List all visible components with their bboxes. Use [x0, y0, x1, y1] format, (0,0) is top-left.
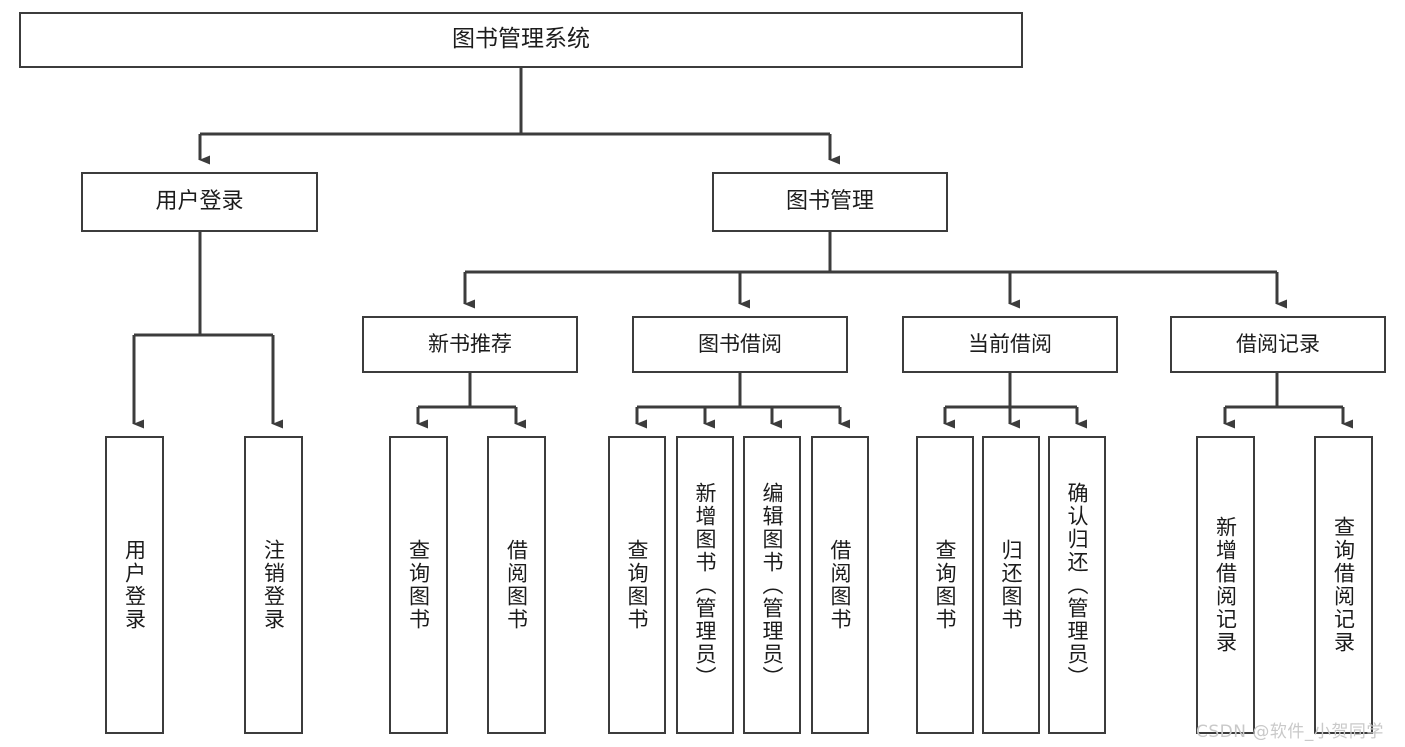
leaf-record-query-record[interactable]: 查询借阅记录: [1314, 436, 1373, 734]
node-label: 用户登录: [122, 539, 147, 631]
leaf-borrow-query-book[interactable]: 查询图书: [608, 436, 666, 734]
leaf-user-logout[interactable]: 注销登录: [244, 436, 303, 734]
node-label: 查询图书: [406, 539, 431, 631]
leaf-recommend-query-book[interactable]: 查询图书: [389, 436, 448, 734]
node-new-book-recommend[interactable]: 新书推荐: [362, 316, 578, 373]
node-root-system[interactable]: 图书管理系统: [19, 12, 1023, 68]
node-label: 注销登录: [261, 539, 286, 631]
leaf-borrow-borrow-book[interactable]: 借阅图书: [811, 436, 869, 734]
node-label: 确认归还（管理员）: [1065, 481, 1090, 689]
node-current-borrow[interactable]: 当前借阅: [902, 316, 1118, 373]
node-label: 新增图书（管理员）: [693, 481, 718, 689]
leaf-current-return-book[interactable]: 归还图书: [982, 436, 1040, 734]
node-label: 图书管理系统: [452, 26, 590, 53]
node-label: 借阅图书: [504, 539, 529, 631]
leaf-user-login[interactable]: 用户登录: [105, 436, 164, 734]
watermark-text: CSDN @软件_小贺同学: [1196, 722, 1384, 742]
node-label: 查询图书: [933, 539, 958, 631]
node-label: 图书借阅: [698, 332, 782, 357]
node-label: 归还图书: [999, 539, 1024, 631]
leaf-current-confirm-return-admin[interactable]: 确认归还（管理员）: [1048, 436, 1106, 734]
node-label: 用户登录: [155, 189, 244, 215]
node-label: 查询图书: [625, 539, 650, 631]
node-borrow-record[interactable]: 借阅记录: [1170, 316, 1386, 373]
node-label: 新书推荐: [428, 332, 512, 357]
node-label: 新增借阅记录: [1213, 516, 1238, 654]
leaf-borrow-add-book-admin[interactable]: 新增图书（管理员）: [676, 436, 734, 734]
node-label: 借阅记录: [1236, 332, 1320, 357]
leaf-borrow-edit-book-admin[interactable]: 编辑图书（管理员）: [743, 436, 801, 734]
leaf-recommend-borrow-book[interactable]: 借阅图书: [487, 436, 546, 734]
node-label: 编辑图书（管理员）: [760, 481, 785, 689]
node-book-management[interactable]: 图书管理: [712, 172, 948, 232]
node-label: 借阅图书: [828, 539, 853, 631]
node-label: 查询借阅记录: [1331, 516, 1356, 654]
node-book-borrow[interactable]: 图书借阅: [632, 316, 848, 373]
leaf-record-add-record[interactable]: 新增借阅记录: [1196, 436, 1255, 734]
leaf-current-query-book[interactable]: 查询图书: [916, 436, 974, 734]
node-user-login[interactable]: 用户登录: [81, 172, 318, 232]
node-label: 图书管理: [785, 189, 874, 215]
node-label: 当前借阅: [968, 332, 1052, 357]
